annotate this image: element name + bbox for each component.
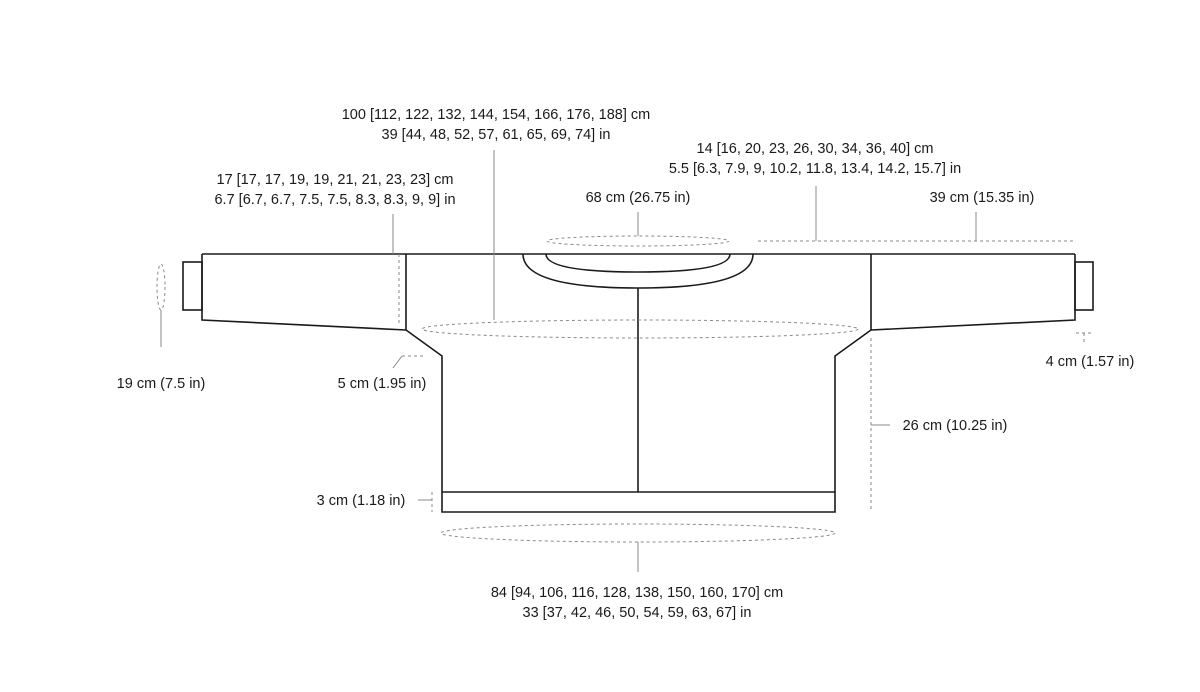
chest-label-cm: 100 [112, 122, 132, 144, 154, 166, 176, … bbox=[342, 107, 651, 123]
measure-guides bbox=[156, 150, 1093, 572]
hem-label-in: 33 [37, 42, 46, 50, 54, 59, 63, 67] in bbox=[523, 605, 752, 621]
underarm-leader bbox=[392, 355, 403, 369]
right-sleeve bbox=[870, 254, 1076, 331]
sleeve-length-label: 39 cm (15.35 in) bbox=[930, 190, 1035, 206]
neckline bbox=[522, 253, 754, 289]
cuff-depth-guide bbox=[1076, 332, 1093, 342]
body-panel bbox=[405, 329, 872, 513]
hem-label-cm: 84 [94, 106, 116, 128, 138, 150, 160, 17… bbox=[491, 585, 783, 601]
cuff-depth-label: 4 cm (1.57 in) bbox=[1046, 354, 1135, 370]
underarm-label: 5 cm (1.95 in) bbox=[338, 376, 427, 392]
left-sleeve bbox=[201, 254, 407, 331]
right-cuff bbox=[1074, 261, 1094, 311]
upper-arm-label-in: 6.7 [6.7, 6.7, 7.5, 7.5, 8.3, 8.3, 9, 9]… bbox=[214, 192, 455, 208]
shoulder-label-cm: 14 [16, 20, 23, 26, 30, 34, 36, 40] cm bbox=[697, 141, 934, 157]
measure-labels: 100 [112, 122, 132, 144, 154, 166, 176, … bbox=[117, 107, 1135, 621]
chest-ellipse bbox=[421, 319, 859, 339]
neck-band bbox=[545, 253, 731, 273]
shoulder-label-in: 5.5 [6.3, 7.9, 9, 10.2, 11.8, 13.4, 14.2… bbox=[669, 161, 961, 177]
neck-label: 68 cm (26.75 in) bbox=[586, 190, 691, 206]
sweater-outline bbox=[182, 253, 1094, 513]
left-cuff bbox=[182, 261, 203, 311]
hem-depth-label: 3 cm (1.18 in) bbox=[317, 493, 406, 509]
cuff-ellipse bbox=[156, 263, 166, 311]
upper-arm-label-cm: 17 [17, 17, 19, 19, 21, 21, 23, 23] cm bbox=[217, 172, 454, 188]
hem-ellipse bbox=[440, 523, 836, 543]
body-length-label: 26 cm (10.25 in) bbox=[903, 418, 1008, 434]
cuff-circumference-label: 19 cm (7.5 in) bbox=[117, 376, 206, 392]
neck-ellipse bbox=[546, 235, 730, 247]
chest-label-in: 39 [44, 48, 52, 57, 61, 65, 69, 74] in bbox=[382, 127, 611, 143]
